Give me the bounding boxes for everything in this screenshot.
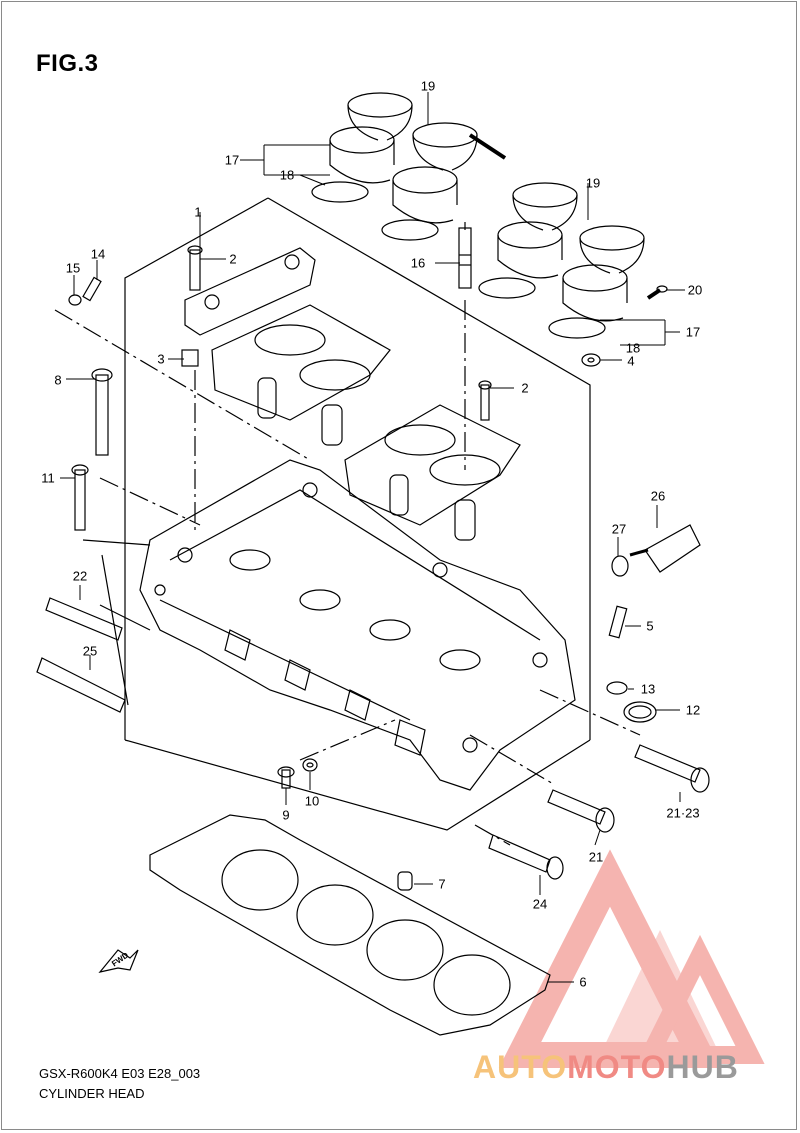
watermark-moto: MOTO [567,1049,667,1085]
callout-6: 6 [579,974,587,990]
watermark-auto: AUTO [473,1049,568,1085]
assembly-outline [54,197,641,846]
watermark-wordmark: AUTOMOTOHUB [473,1049,739,1086]
callout-26: 26 [650,488,666,504]
side-bolts [36,597,710,880]
callout-19-right: 19 [585,175,601,191]
callout-20: 20 [687,282,703,298]
callout-21: 21 [588,849,604,865]
callout-13: 13 [640,681,656,697]
callout-17-left: 17 [224,152,240,168]
callout-1: 1 [194,204,202,220]
small-screw-20 [646,285,668,300]
section-name: CYLINDER HEAD [39,1086,145,1101]
callout-11: 11 [41,470,55,486]
callout-25: 25 [82,643,98,659]
callout-18-left: 18 [279,167,295,183]
callout-2-top: 2 [229,251,237,267]
callout-leader-lines [60,92,685,983]
fwd-arrow-icon [98,949,139,973]
callout-27: 27 [611,521,627,537]
camshaft-holder-upper [184,247,316,336]
spark-plug [458,222,472,289]
callout-24: 24 [532,896,548,912]
callout-18-right: 18 [625,340,641,356]
callout-10: 10 [304,793,320,809]
washer-4 [581,353,601,367]
bolts [68,245,492,531]
cylinder-head [139,459,576,791]
callout-15: 15 [65,260,81,276]
callout-3: 3 [157,351,165,367]
callout-21-23: 21·23 [666,805,700,821]
callout-9: 9 [282,807,290,823]
callout-19-top: 19 [420,78,436,94]
cylinder-head-gasket [149,814,551,1036]
callout-2-right: 2 [521,380,529,396]
figure-title: FIG.3 [36,50,99,77]
callout-5: 5 [646,618,654,634]
callout-14: 14 [90,246,106,262]
callout-17-right: 17 [685,324,701,340]
callout-8: 8 [54,372,62,388]
model-code: GSX-R600K4 E03 E28_003 [39,1066,201,1081]
callout-12: 12 [685,702,701,718]
callout-16: 16 [410,255,426,271]
camshaft-holder-right [344,404,521,541]
sensor-and-seals [606,524,701,723]
watermark-hub: HUB [666,1049,739,1085]
callout-7: 7 [438,876,446,892]
callout-4: 4 [627,353,635,369]
watermark-logo-icon [498,849,765,1068]
intake-pipe-right-pair [478,182,645,339]
camshaft-holder-left [211,304,391,446]
callout-22: 22 [72,568,88,584]
intake-pipe-left-pair [311,92,507,241]
